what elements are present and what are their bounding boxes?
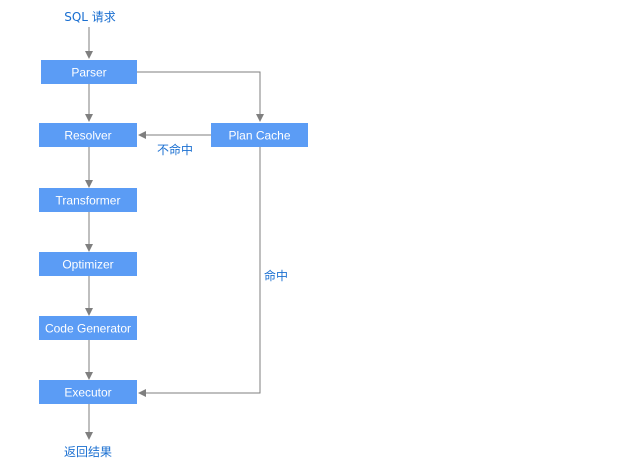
label-cache-miss: 不命中 (157, 142, 193, 157)
node-resolver: Resolver (39, 123, 137, 147)
node-resolver-label: Resolver (64, 129, 111, 143)
edge-parser-to-plan-cache (137, 71, 264, 122)
node-transformer-box (39, 188, 137, 212)
node-parser: Parser (41, 60, 137, 84)
node-transformer: Transformer (39, 188, 137, 212)
node-code-generator-box (39, 316, 137, 340)
node-code-generator-label: Code Generator (45, 322, 131, 336)
node-executor-box (39, 380, 137, 404)
node-optimizer-label: Optimizer (62, 258, 113, 272)
node-optimizer-box (39, 252, 137, 276)
label-cache-hit: 命中 (264, 268, 288, 283)
edge-plan-cache-hit-to-executor (138, 147, 261, 397)
edges (85, 27, 264, 440)
node-executor: Executor (39, 380, 137, 404)
node-plan-cache: Plan Cache (211, 123, 308, 147)
node-parser-label: Parser (71, 66, 106, 80)
node-resolver-box (39, 123, 137, 147)
node-plan-cache-label: Plan Cache (228, 129, 290, 143)
label-return-result: 返回结果 (64, 445, 112, 459)
node-optimizer: Optimizer (39, 252, 137, 276)
label-sql-request: SQL 请求 (64, 10, 116, 24)
node-plan-cache-box (211, 123, 308, 147)
node-transformer-label: Transformer (56, 194, 121, 208)
node-code-generator: Code Generator (39, 316, 137, 340)
node-parser-box (41, 60, 137, 84)
node-executor-label: Executor (64, 386, 111, 400)
